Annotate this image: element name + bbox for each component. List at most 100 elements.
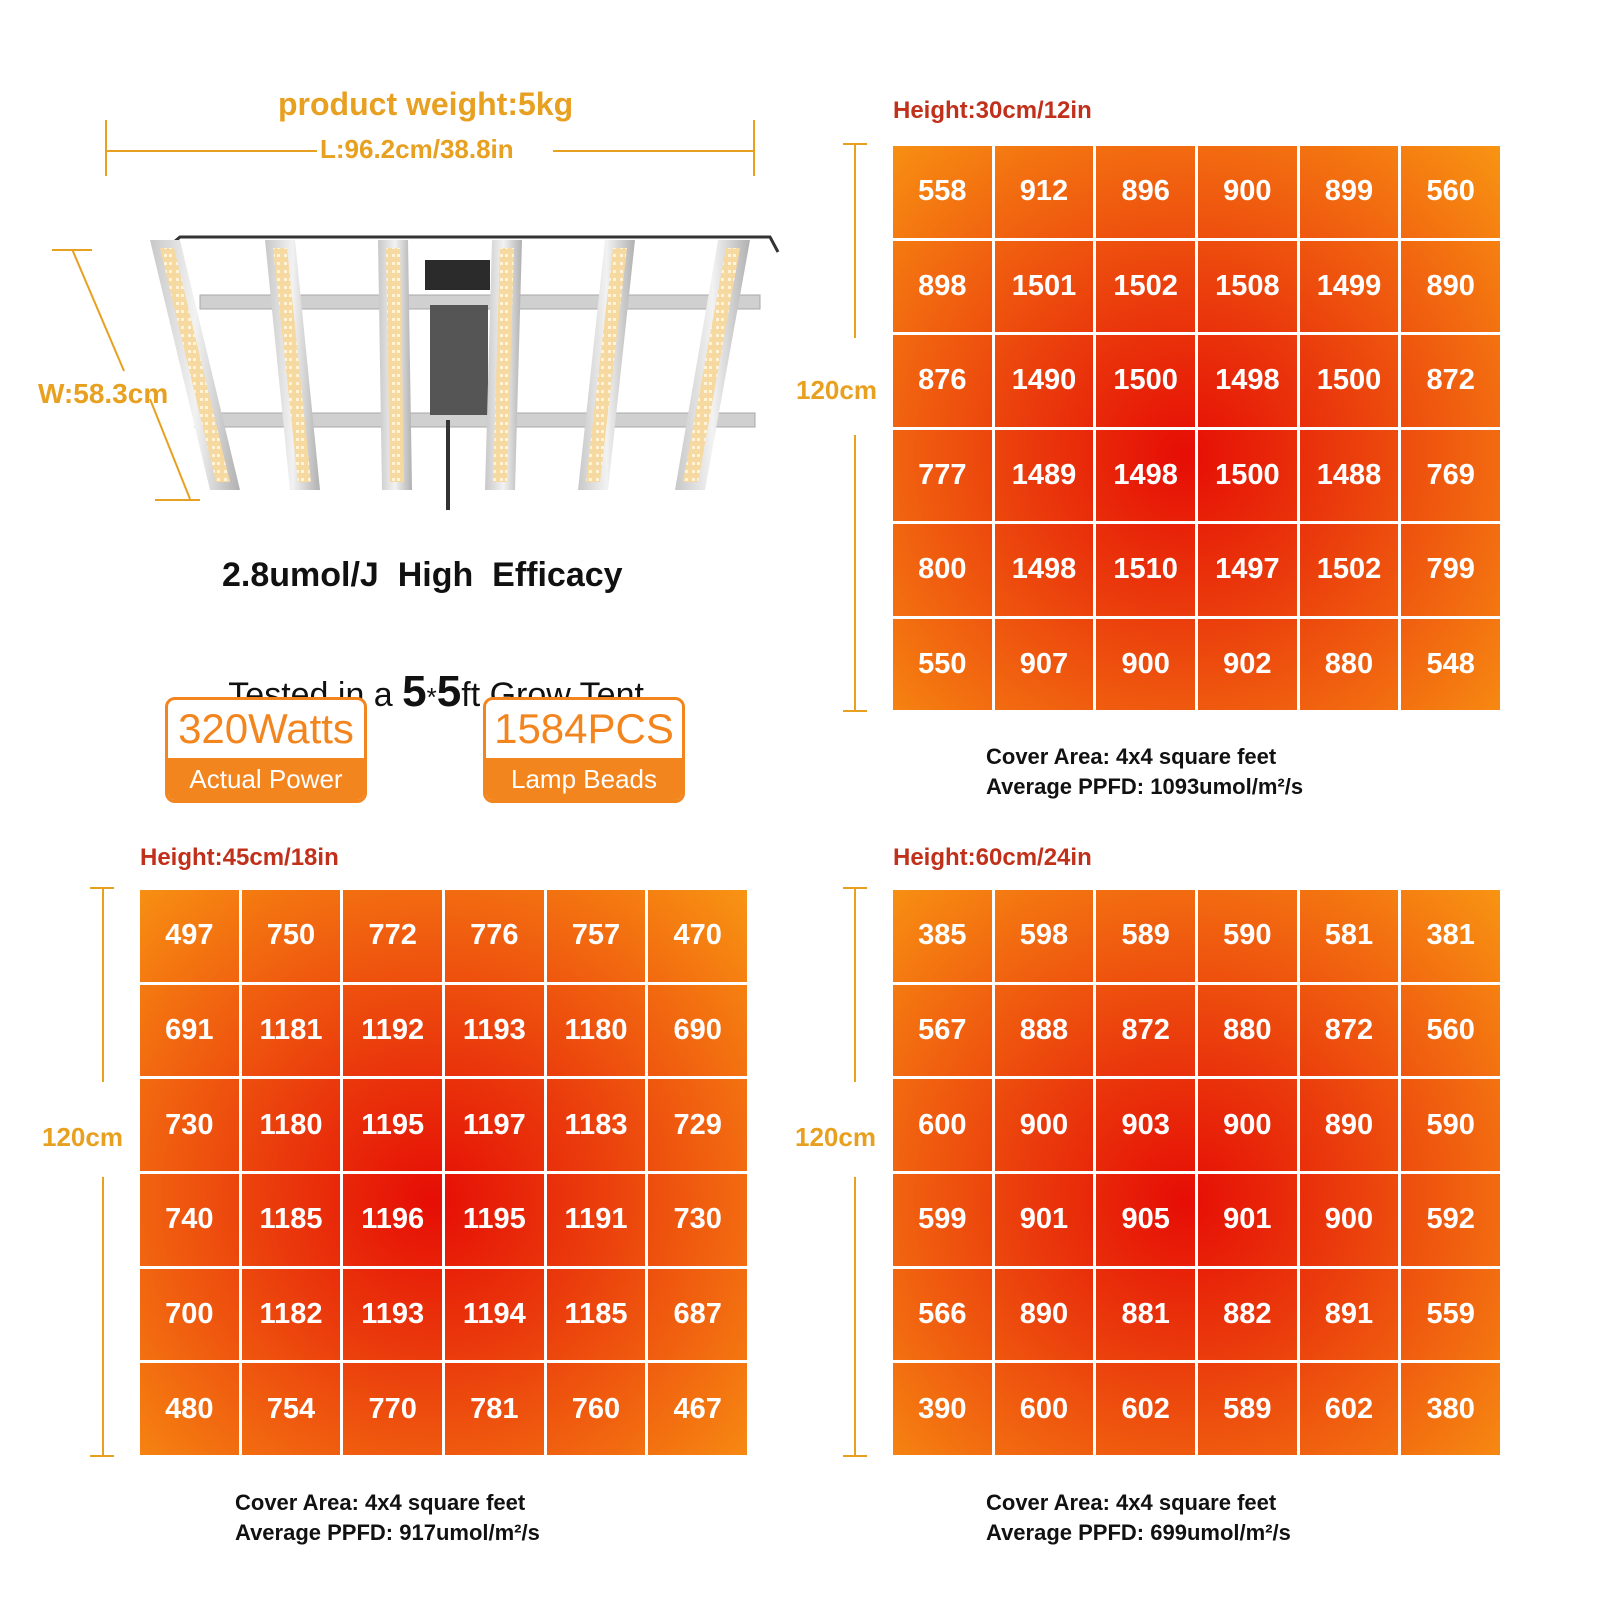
length-dimension-tick-left [105,120,107,176]
heatmap-45cm-scale-lower [102,1177,104,1455]
heatmap-cell: 1499 [1300,241,1399,333]
heatmap-cell: 390 [893,1363,992,1455]
heatmap-cell: 480 [140,1363,239,1455]
heatmap-cell: 600 [893,1079,992,1171]
heatmap-cell: 769 [1401,430,1500,522]
heatmap-cell: 1180 [547,985,646,1077]
heatmap-cell: 467 [648,1363,747,1455]
heatmap-cell: 385 [893,890,992,982]
heatmap-cell: 690 [648,985,747,1077]
heatmap-cell: 1501 [995,241,1094,333]
heatmap-cell: 770 [343,1363,442,1455]
heatmap-cell: 729 [648,1079,747,1171]
heatmap-cell: 799 [1401,524,1500,616]
heatmap-cell: 599 [893,1174,992,1266]
heatmap-30cm-title: Height:30cm/12in [893,97,1092,124]
heatmap-cell: 900 [1198,1079,1297,1171]
power-badge: 320Watts Actual Power [165,697,367,803]
width-dimension-line [71,249,191,500]
heatmap-cell: 1500 [1198,430,1297,522]
heatmap-60cm-cover-area: Cover Area: 4x4 square feet [986,1490,1277,1515]
power-value: 320Watts [178,705,354,752]
heatmap-cell: 1508 [1198,241,1297,333]
heatmap-cell: 470 [648,890,747,982]
heatmap-30cm-average-ppfd: Average PPFD: 1093umol/m²/s [986,774,1304,799]
heatmap-cell: 1497 [1198,524,1297,616]
heatmap-cell: 730 [140,1079,239,1171]
heatmap-cell: 1194 [445,1269,544,1361]
heatmap-cell: 497 [140,890,239,982]
heatmap-cell: 890 [1300,1079,1399,1171]
heatmap-cell: 776 [445,890,544,982]
heatmap-cell: 581 [1300,890,1399,982]
heatmap-30cm-caption: Cover Area: 4x4 square feet Average PPFD… [986,742,1303,802]
heatmap-cell: 901 [1198,1174,1297,1266]
heatmap-cell: 700 [140,1269,239,1361]
heatmap-cell: 1498 [1198,335,1297,427]
heatmap-cell: 691 [140,985,239,1077]
heatmap-30cm-background [893,146,1500,710]
heatmap-cell: 876 [893,335,992,427]
heatmap-cell: 1193 [343,1269,442,1361]
heatmap-60cm-average-ppfd: Average PPFD: 699umol/m²/s [986,1520,1291,1545]
heatmap-cell: 900 [1198,146,1297,238]
heatmap-cell: 590 [1198,890,1297,982]
heatmap-cell: 1185 [242,1174,341,1266]
heatmap-cell: 381 [1401,890,1500,982]
heatmap-cell: 592 [1401,1174,1500,1266]
heatmap-cell: 1498 [1096,430,1195,522]
heatmap-cell: 1180 [242,1079,341,1171]
heatmap-60cm-caption: Cover Area: 4x4 square feet Average PPFD… [986,1488,1291,1548]
heatmap-cell: 1195 [445,1174,544,1266]
heatmap-cell: 1181 [242,985,341,1077]
heatmap-cell: 1502 [1300,524,1399,616]
heatmap-cell: 750 [242,890,341,982]
product-weight-label: product weight:5kg [278,86,574,122]
heatmap-45cm-scale-bottom [90,1455,114,1457]
heatmap-cell: 900 [1096,619,1195,711]
heatmap-cell: 896 [1096,146,1195,238]
heatmap-cell: 899 [1300,146,1399,238]
heatmap-cell: 1192 [343,985,442,1077]
heatmap-60cm-side-label: 120cm [795,1122,876,1152]
heatmap-45cm-title: Height:45cm/18in [140,844,339,871]
heatmap-cell: 548 [1401,619,1500,711]
heatmap-cell: 1191 [547,1174,646,1266]
heatmap-cell: 1502 [1096,241,1195,333]
length-dimension-line-left [105,150,317,152]
heatmap-cell: 598 [995,890,1094,982]
heatmap-cell: 600 [995,1363,1094,1455]
heatmap-cell: 1500 [1300,335,1399,427]
heatmap-cell: 902 [1198,619,1297,711]
heatmap-cell: 898 [893,241,992,333]
heatmap-cell: 1182 [242,1269,341,1361]
efficacy-text: 2.8umol/J High Efficacy [222,556,623,594]
heatmap-60cm-title: Height:60cm/24in [893,844,1092,871]
heatmap-45cm-caption: Cover Area: 4x4 square feet Average PPFD… [235,1488,540,1548]
heatmap-45cm-side-label: 120cm [42,1122,123,1152]
heatmap-cell: 740 [140,1174,239,1266]
power-label: Actual Power [168,758,364,800]
heatmap-45cm-average-ppfd: Average PPFD: 917umol/m²/s [235,1520,540,1545]
length-dimension-tick-right [753,120,755,176]
heatmap-cell: 567 [893,985,992,1077]
heatmap-cell: 1488 [1300,430,1399,522]
heatmap-cell: 757 [547,890,646,982]
heatmap-45cm-cover-area: Cover Area: 4x4 square feet [235,1490,526,1515]
heatmap-cell: 1500 [1096,335,1195,427]
heatmap-cell: 566 [893,1269,992,1361]
heatmap-cell: 1489 [995,430,1094,522]
heatmap-cell: 1510 [1096,524,1195,616]
heatmap-cell: 730 [648,1174,747,1266]
heatmap-cell: 872 [1300,985,1399,1077]
heatmap-30cm-cover-area: Cover Area: 4x4 square feet [986,744,1277,769]
heatmap-cell: 1185 [547,1269,646,1361]
length-label: L:96.2cm/38.8in [320,134,514,164]
heatmap-cell: 772 [343,890,442,982]
heatmap-cell: 589 [1096,890,1195,982]
heatmap-cell: 558 [893,146,992,238]
heatmap-cell: 901 [995,1174,1094,1266]
